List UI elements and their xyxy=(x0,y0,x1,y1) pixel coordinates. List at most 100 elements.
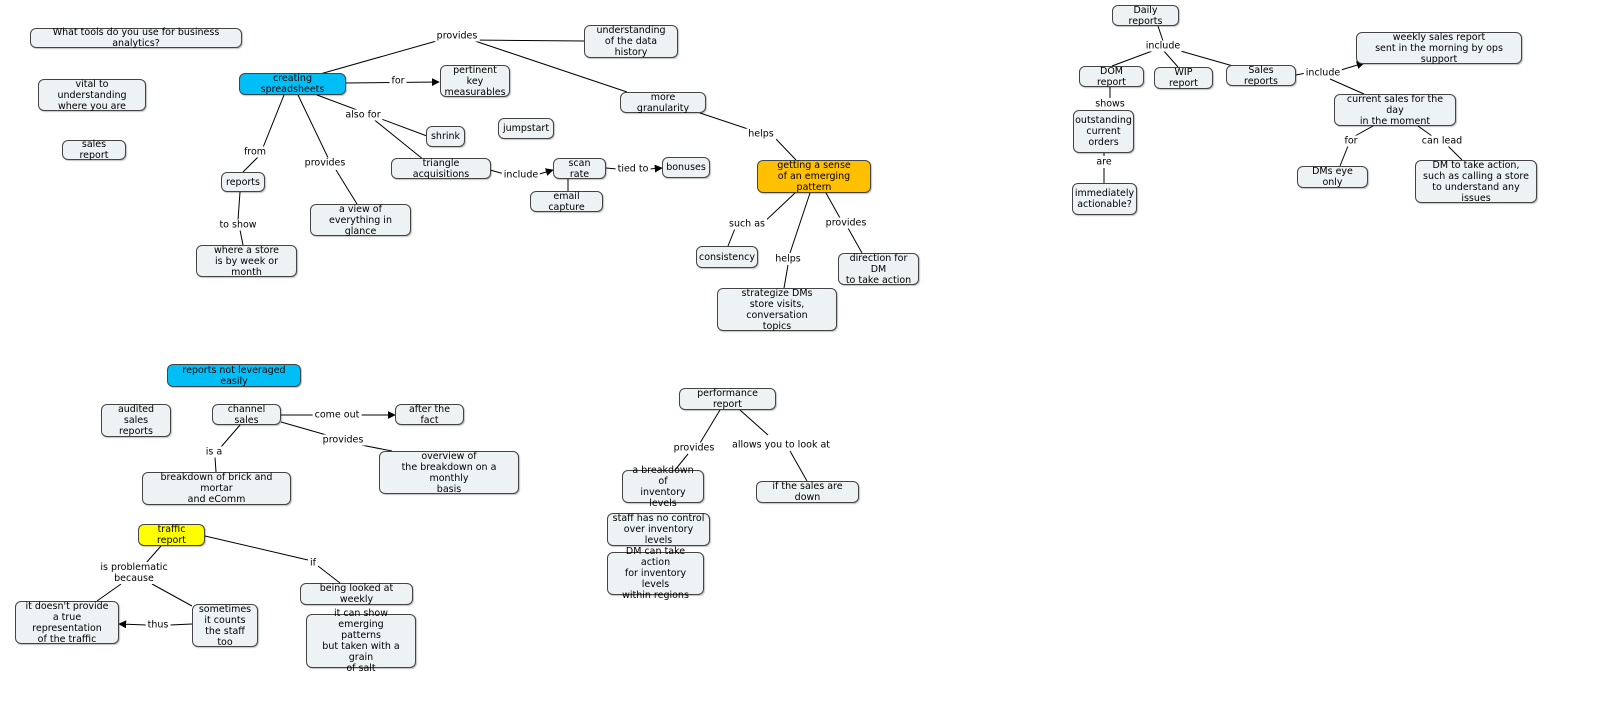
node-triangle[interactable]: triangle acquisitions xyxy=(391,158,491,180)
label-shows: shows xyxy=(1093,98,1127,110)
node-channel-sales[interactable]: channel sales xyxy=(212,404,281,426)
node-more-granularity[interactable]: more granularity xyxy=(620,92,706,114)
node-staff-control[interactable]: staff has no control over inventory leve… xyxy=(607,513,710,546)
connector-line xyxy=(214,456,217,473)
node-daily-reports[interactable]: Daily reports xyxy=(1112,5,1179,27)
node-what-tools[interactable]: What tools do you use for business analy… xyxy=(30,27,242,49)
connector-line xyxy=(774,137,797,161)
connector-line xyxy=(242,155,260,173)
node-dom-report[interactable]: DOM report xyxy=(1079,66,1144,88)
node-breakdown-inv[interactable]: a breakdown of inventory levels xyxy=(622,465,704,509)
label-helps-top: helps xyxy=(746,128,776,140)
label-can-lead: can lead xyxy=(1419,135,1465,147)
label-for-dms: for xyxy=(1342,135,1360,147)
label-provides-perf: provides xyxy=(671,442,717,454)
node-understanding[interactable]: understanding of the data history xyxy=(584,25,678,58)
node-overview[interactable]: overview of the breakdown on a monthly b… xyxy=(379,451,519,495)
label-helps-bottom: helps xyxy=(773,253,803,265)
connector-line xyxy=(237,191,241,221)
connector-line xyxy=(1340,61,1365,71)
node-bonuses[interactable]: bonuses xyxy=(662,157,710,178)
connector-line xyxy=(1157,25,1164,42)
node-emerging[interactable]: it can show emerging patterns but taken … xyxy=(306,608,416,674)
node-sometimes[interactable]: sometimes it counts the staff too xyxy=(192,604,258,648)
connector-line xyxy=(335,169,358,205)
node-getting-sense[interactable]: getting a sense of an emerging pattern xyxy=(757,160,871,193)
node-shrink[interactable]: shrink xyxy=(426,126,465,147)
node-current-sales[interactable]: current sales for the day in the moment xyxy=(1334,94,1456,127)
node-weekly-sales[interactable]: weekly sales report sent in the morning … xyxy=(1356,32,1522,65)
connector-line xyxy=(471,39,628,93)
node-doesnt-provide[interactable]: it doesn't provide a true representation… xyxy=(15,601,119,645)
connector-line xyxy=(699,409,721,444)
connector-line xyxy=(739,409,769,436)
node-view[interactable]: a view of everything in glance xyxy=(310,204,411,237)
connector-line xyxy=(1111,49,1156,67)
node-scan-rate[interactable]: scan rate xyxy=(553,158,606,180)
label-is-problematic: is problematic because xyxy=(98,562,170,584)
node-strategize[interactable]: strategize DMs store visits, conversatio… xyxy=(717,288,837,332)
connector-line xyxy=(699,112,749,130)
node-email-capture[interactable]: email capture xyxy=(530,191,603,213)
node-jumpstart[interactable]: jumpstart xyxy=(498,118,554,139)
node-sales-report[interactable]: sales report xyxy=(62,139,126,161)
connector-line xyxy=(261,94,285,151)
node-where-store[interactable]: where a store is by week or month xyxy=(196,245,297,278)
node-vital[interactable]: vital to understanding where you are xyxy=(38,79,146,112)
connector-line xyxy=(1354,125,1374,137)
label-for: for xyxy=(389,75,407,87)
connector-line xyxy=(220,424,241,448)
node-consistency[interactable]: consistency xyxy=(696,246,758,268)
label-provides-left: provides xyxy=(302,157,348,169)
node-after-fact[interactable]: after the fact xyxy=(395,404,464,426)
connector-line xyxy=(469,39,585,42)
node-audited[interactable]: audited sales reports xyxy=(101,404,171,437)
node-direction[interactable]: direction for DM to take action xyxy=(838,253,919,286)
connector-line xyxy=(789,192,811,254)
node-sales-reports[interactable]: Sales reports xyxy=(1226,65,1296,87)
connector-line xyxy=(674,453,689,471)
connector-line xyxy=(789,450,808,482)
connector-line xyxy=(847,227,863,254)
label-are: are xyxy=(1094,156,1114,168)
label-include-mid: include xyxy=(501,169,541,181)
label-tied-to: tied to xyxy=(615,163,651,175)
node-dm-action[interactable]: DM to take action, such as calling a sto… xyxy=(1415,160,1537,204)
connector-line xyxy=(96,583,122,602)
node-traffic-report[interactable]: traffic report xyxy=(138,524,205,546)
label-is-a: is a xyxy=(203,446,225,458)
connector-line xyxy=(118,620,147,629)
label-include-sales: include xyxy=(1303,67,1343,79)
label-provides-right: provides xyxy=(823,217,869,229)
node-pertinent[interactable]: pertinent key measurables xyxy=(440,65,510,98)
connector-line xyxy=(371,117,425,161)
label-such-as: such as xyxy=(726,218,768,230)
node-reports-not[interactable]: reports not leveraged easily xyxy=(167,364,301,387)
node-immediately[interactable]: immediately actionable? xyxy=(1072,183,1137,215)
node-looked-weekly[interactable]: being looked at weekly xyxy=(300,583,413,605)
node-reports[interactable]: reports xyxy=(221,172,265,192)
label-from: from xyxy=(241,146,269,158)
connector-line xyxy=(151,583,193,607)
label-provides-channel: provides xyxy=(320,434,366,446)
label-if: if xyxy=(308,557,318,569)
label-to-show: to show xyxy=(217,219,259,231)
connector-line xyxy=(1447,145,1463,161)
node-wip-report[interactable]: WIP report xyxy=(1154,67,1213,89)
node-performance[interactable]: performance report xyxy=(679,388,776,410)
node-creating-spreadsheets[interactable]: creating spreadsheets xyxy=(239,73,346,95)
node-outstanding[interactable]: outstanding current orders xyxy=(1073,110,1134,153)
connector-line xyxy=(1417,125,1433,137)
node-dms-eye[interactable]: DMs eye only xyxy=(1297,166,1368,188)
node-dm-inventory[interactable]: DM can take action for inventory levels … xyxy=(607,546,704,601)
label-provides-top: provides xyxy=(434,30,480,42)
connector-line xyxy=(297,94,333,167)
connector-line xyxy=(317,565,341,584)
connector-line xyxy=(319,39,441,75)
connector-line xyxy=(783,264,789,289)
node-sales-down[interactable]: if the sales are down xyxy=(756,481,859,503)
connector-line xyxy=(204,535,309,561)
label-thus: thus xyxy=(145,619,171,631)
node-breakdown-brick[interactable]: breakdown of brick and mortar and eComm xyxy=(142,472,291,505)
